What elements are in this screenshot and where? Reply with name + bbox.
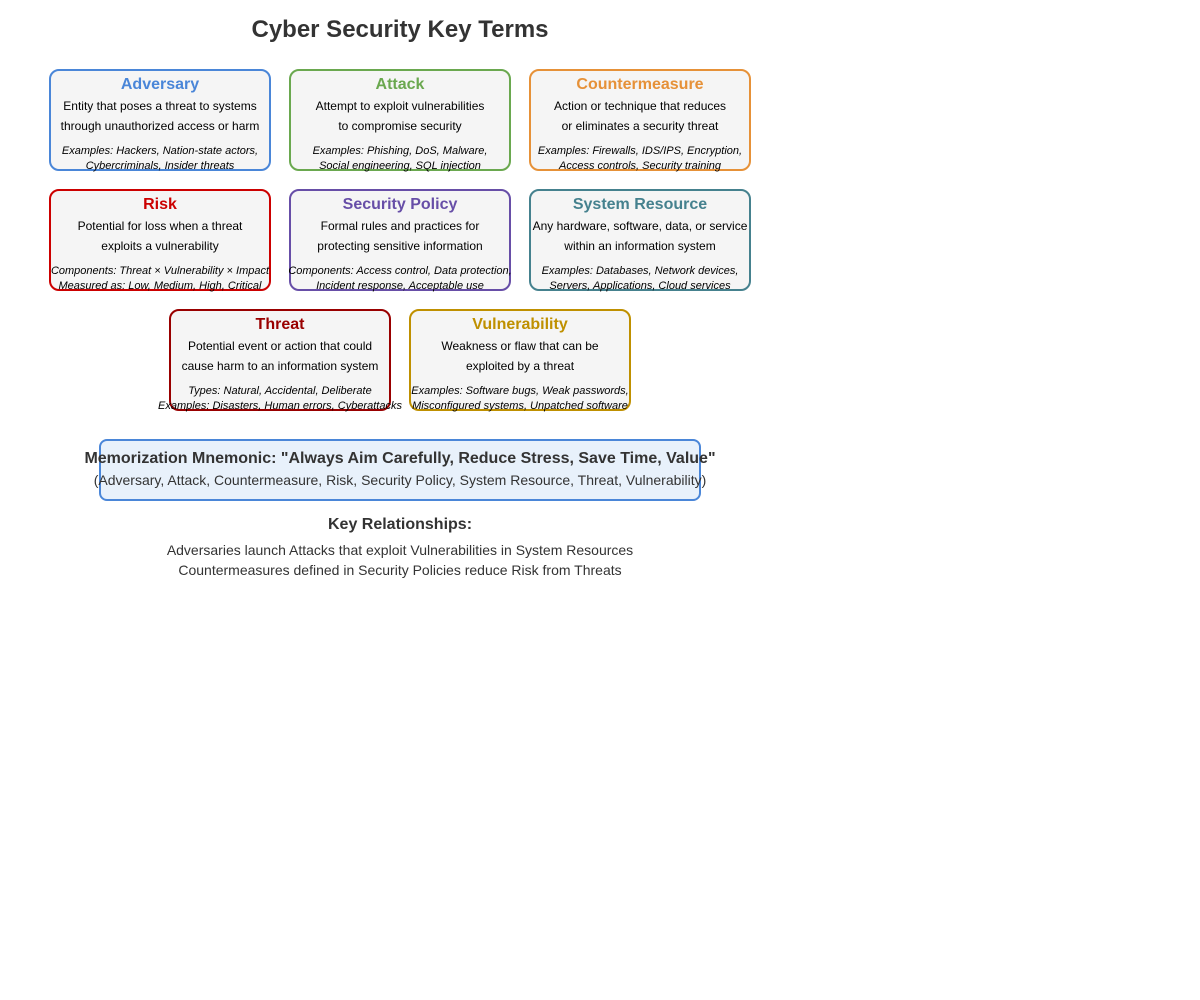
term-examples-line: Misconfigured systems, Unpatched softwar… bbox=[412, 400, 628, 412]
term-description-line: Potential event or action that could bbox=[187, 339, 373, 353]
term-title: Risk bbox=[143, 196, 177, 213]
term-examples-line: Access controls, Security training bbox=[558, 160, 721, 172]
term-card-attack: Attack Attempt to exploit vulnerabilitie… bbox=[289, 69, 511, 172]
term-examples-line: Cybercriminals, Insider threats bbox=[85, 160, 235, 172]
term-description-line: protecting sensitive information bbox=[317, 239, 483, 253]
term-description-line: Entity that poses a threat to systems bbox=[63, 99, 257, 113]
term-title: Attack bbox=[375, 76, 425, 93]
term-card-security-policy: Security Policy Formal rules and practic… bbox=[288, 189, 512, 292]
term-examples-line: Servers, Applications, Cloud services bbox=[549, 280, 731, 292]
term-card-adversary: Adversary Entity that poses a threat to … bbox=[49, 69, 271, 172]
term-title: Threat bbox=[255, 316, 305, 333]
term-examples-line: Examples: Disasters, Human errors, Cyber… bbox=[158, 400, 402, 412]
mnemonic-box bbox=[99, 439, 701, 501]
term-examples-line: Components: Access control, Data protect… bbox=[288, 265, 512, 277]
term-card-countermeasure: Countermeasure Action or technique that … bbox=[529, 69, 751, 172]
term-examples-line: Social engineering, SQL injection bbox=[319, 160, 481, 172]
term-description-line: Any hardware, software, data, or service bbox=[532, 219, 748, 233]
term-examples-line: Examples: Phishing, DoS, Malware, bbox=[312, 145, 488, 157]
term-description-line: Attempt to exploit vulnerabilities bbox=[315, 99, 485, 113]
relationship-line: Adversaries launch Attacks that exploit … bbox=[166, 542, 634, 558]
term-examples-line: Examples: Firewalls, IDS/IPS, Encryption… bbox=[537, 145, 743, 157]
term-title: Security Policy bbox=[342, 196, 458, 213]
mnemonic-subtitle: (Adversary, Attack, Countermeasure, Risk… bbox=[93, 472, 707, 488]
term-examples-line: Types: Natural, Accidental, Deliberate bbox=[188, 385, 372, 397]
term-description-line: Potential for loss when a threat bbox=[77, 219, 243, 233]
term-examples-line: Components: Threat × Vulnerability × Imp… bbox=[50, 265, 270, 277]
term-card-system-resource: System Resource Any hardware, software, … bbox=[529, 189, 751, 292]
page-title: Cyber Security Key Terms bbox=[251, 16, 549, 43]
relationships-heading: Key Relationships: bbox=[327, 516, 473, 533]
term-examples-line: Measured as: Low, Medium, High, Critical bbox=[58, 280, 262, 292]
term-description-line: to compromise security bbox=[338, 119, 462, 133]
term-description-line: Formal rules and practices for bbox=[320, 219, 480, 233]
term-title: Countermeasure bbox=[576, 76, 704, 93]
mnemonic-title: Memorization Mnemonic: "Always Aim Caref… bbox=[84, 450, 716, 467]
term-description-line: exploits a vulnerability bbox=[101, 239, 219, 253]
relationship-line: Countermeasures defined in Security Poli… bbox=[178, 562, 622, 578]
term-examples-line: Examples: Hackers, Nation-state actors, bbox=[61, 145, 259, 157]
term-examples-line: Examples: Software bugs, Weak passwords, bbox=[411, 385, 629, 397]
term-card-risk: Risk Potential for loss when a threat ex… bbox=[49, 189, 271, 292]
term-title: System Resource bbox=[572, 196, 708, 213]
term-description-line: Weakness or flaw that can be bbox=[441, 339, 599, 353]
term-card-vulnerability: Vulnerability Weakness or flaw that can … bbox=[409, 309, 631, 412]
term-description-line: within an information system bbox=[564, 239, 716, 253]
term-description-line: or eliminates a security threat bbox=[561, 119, 719, 133]
term-description-line: through unauthorized access or harm bbox=[60, 119, 260, 133]
term-description-line: exploited by a threat bbox=[465, 359, 575, 373]
term-examples-line: Incident response, Acceptable use bbox=[316, 280, 484, 292]
term-description-line: Action or technique that reduces bbox=[553, 99, 727, 113]
term-title: Vulnerability bbox=[472, 316, 568, 333]
term-title: Adversary bbox=[120, 76, 200, 93]
term-examples-line: Examples: Databases, Network devices, bbox=[541, 265, 739, 277]
term-card-threat: Threat Potential event or action that co… bbox=[158, 309, 402, 412]
term-description-line: cause harm to an information system bbox=[181, 359, 379, 373]
